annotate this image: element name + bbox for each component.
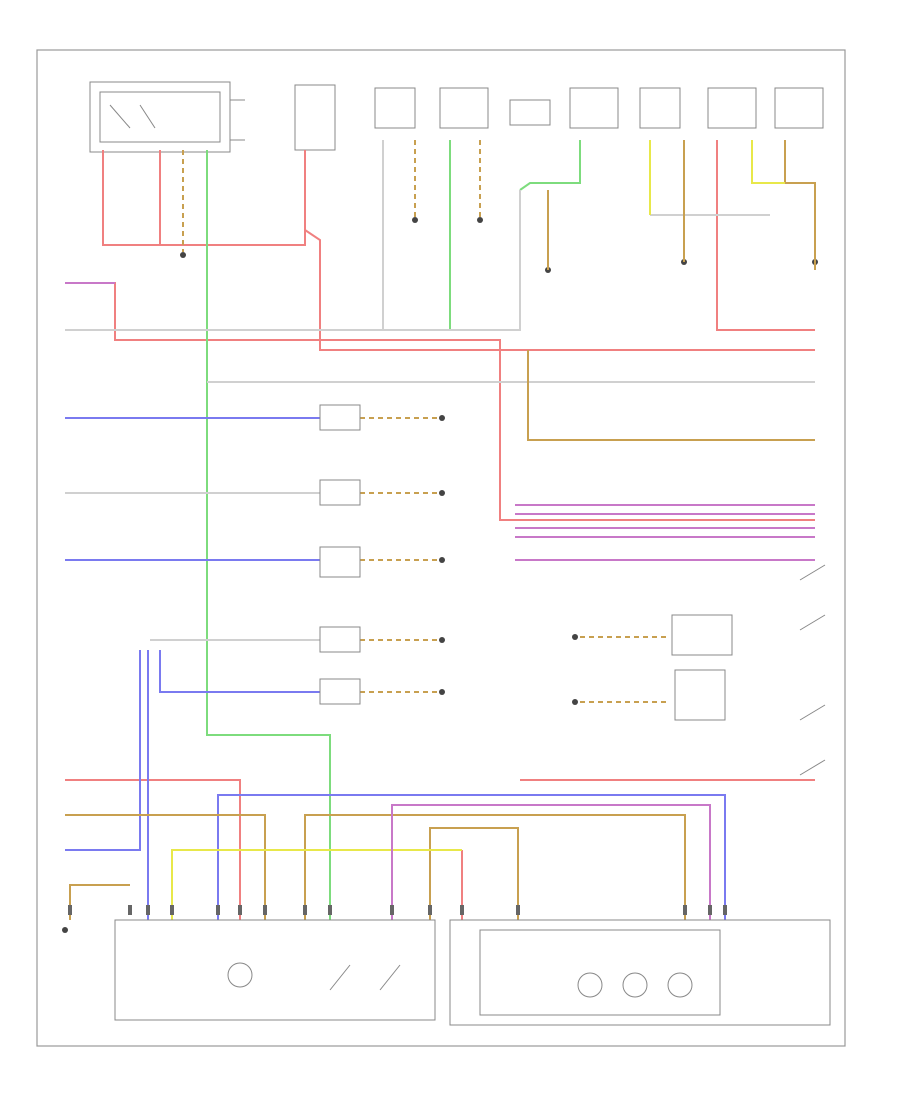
connector-pin bbox=[460, 905, 464, 915]
connector-pin bbox=[428, 905, 432, 915]
connector-pin bbox=[170, 905, 174, 915]
rear-reading-battery-light bbox=[449, 919, 831, 1026]
wire-green-mid bbox=[519, 140, 581, 191]
wire-tan-1 bbox=[527, 350, 815, 441]
wire-red-long bbox=[65, 282, 815, 521]
wire-tan-7 bbox=[784, 140, 816, 270]
top-component-boxes bbox=[374, 87, 824, 129]
connector-pin bbox=[216, 905, 220, 915]
wire-yellow-1 bbox=[171, 849, 462, 920]
connector-pin bbox=[328, 905, 332, 915]
diagram-frame bbox=[36, 49, 846, 1047]
connector-pin bbox=[708, 905, 712, 915]
front-interior-light bbox=[114, 919, 436, 1021]
wire-red-right bbox=[716, 140, 815, 331]
switch-modules bbox=[319, 404, 733, 721]
connector-pin bbox=[683, 905, 687, 915]
wire-gray-1 bbox=[65, 190, 521, 331]
ground-leads bbox=[182, 140, 670, 703]
wire-yellow-3 bbox=[751, 140, 785, 184]
connector-pin bbox=[390, 905, 394, 915]
wire-tan-5 bbox=[69, 884, 130, 920]
connector-pin bbox=[238, 905, 242, 915]
connector-pin bbox=[128, 905, 132, 915]
wire-tan-3 bbox=[304, 814, 686, 920]
fuse-relay-panel bbox=[89, 81, 336, 153]
connector-pin bbox=[723, 905, 727, 915]
wire-blue-6 bbox=[217, 794, 726, 920]
wire-violet-6 bbox=[391, 804, 711, 920]
wire-red-left bbox=[102, 150, 161, 246]
connector-pin bbox=[263, 905, 267, 915]
connector-pin bbox=[303, 905, 307, 915]
ground-dots-mid bbox=[62, 415, 578, 933]
wire-blue-4 bbox=[159, 650, 320, 693]
connector-pin bbox=[68, 905, 72, 915]
wire-tan-2 bbox=[65, 814, 266, 920]
wire-red-bottom bbox=[65, 779, 241, 920]
connector-pin bbox=[146, 905, 150, 915]
connector-pins bbox=[68, 905, 727, 915]
wire-tan-4 bbox=[429, 827, 519, 920]
connector-pin bbox=[516, 905, 520, 915]
wire-blue-3 bbox=[65, 650, 141, 851]
wire-red-upper bbox=[160, 150, 306, 246]
wire-red-mid bbox=[304, 229, 815, 351]
door-switches bbox=[799, 564, 826, 776]
wires bbox=[65, 140, 816, 920]
wire-green-long bbox=[206, 150, 331, 920]
